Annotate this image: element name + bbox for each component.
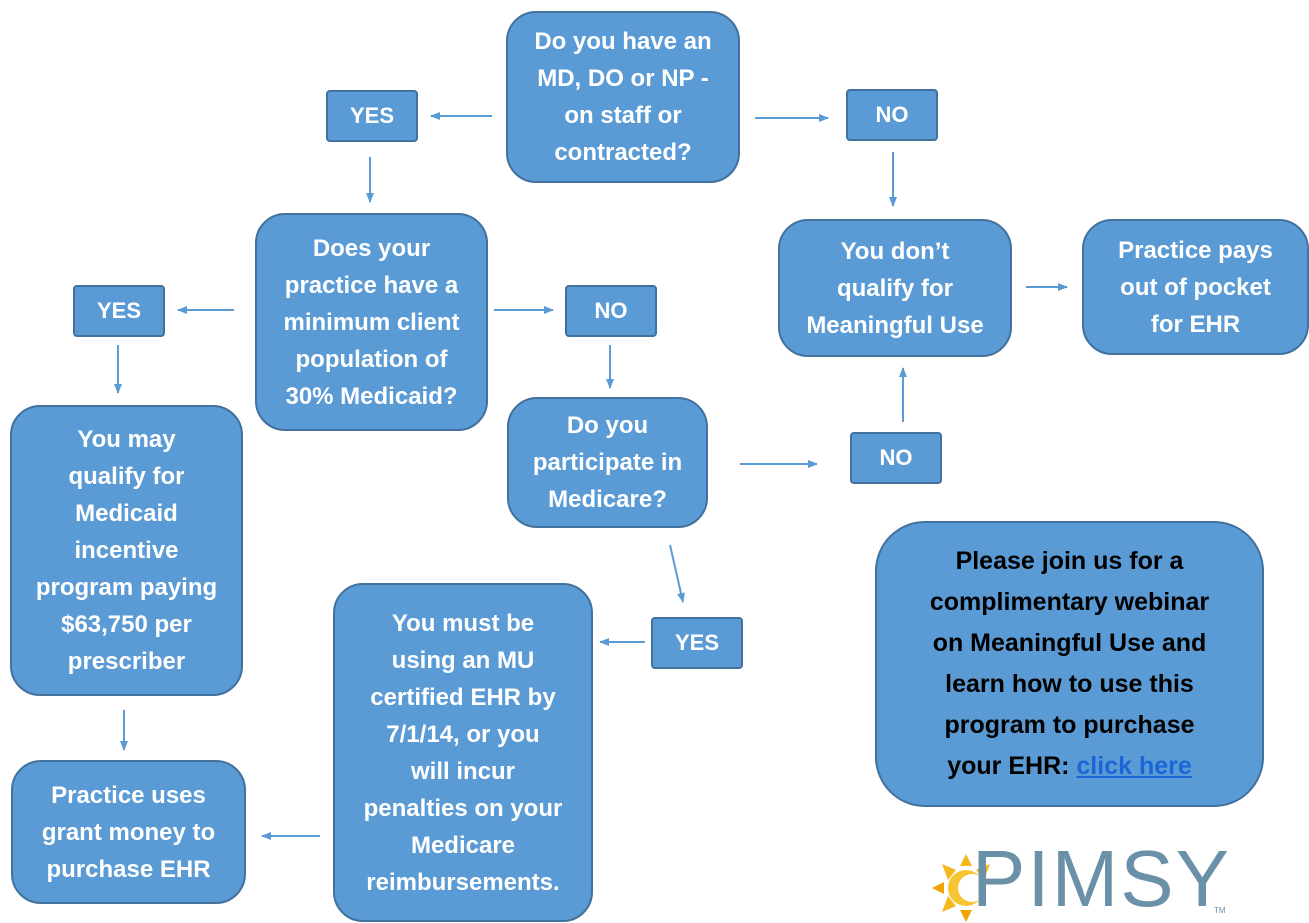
webinar-callout-box: Please join us for a complimentary webin…	[875, 521, 1264, 807]
no-tag-medicare: NO	[850, 432, 942, 484]
no-tag-medicaid: NO	[565, 285, 657, 337]
not-qualify-box: You don’t qualify for Meaningful Use	[778, 219, 1012, 357]
sunflower-logo-icon	[932, 854, 990, 922]
medicaid-incentive-box: You may qualify for Medicaid incentive p…	[10, 405, 243, 696]
must-use-ehr-box: You must be using an MU certified EHR by…	[333, 583, 593, 922]
question-medicaid-box: Does your practice have a minimum client…	[255, 213, 488, 431]
question-prescriber-box: Do you have an MD, DO or NP - on staff o…	[506, 11, 740, 183]
arrow-medicare-yes	[669, 544, 685, 603]
no-tag-prescriber: NO	[846, 89, 938, 141]
question-medicare-box: Do you participate in Medicare?	[507, 397, 708, 528]
yes-tag-medicare: YES	[651, 617, 743, 669]
trademark-mark: TM	[1214, 906, 1226, 915]
pimsy-wordmark: PIMSY	[972, 834, 1231, 923]
grant-money-box: Practice uses grant money to purchase EH…	[11, 760, 246, 904]
yes-tag-prescriber: YES	[326, 90, 418, 142]
webinar-text: Please join us for a complimentary webin…	[929, 547, 1210, 780]
pays-out-of-pocket-box: Practice pays out of pocket for EHR	[1082, 219, 1309, 355]
yes-tag-medicaid: YES	[73, 285, 165, 337]
webinar-click-here-link[interactable]: click here	[1076, 752, 1192, 780]
